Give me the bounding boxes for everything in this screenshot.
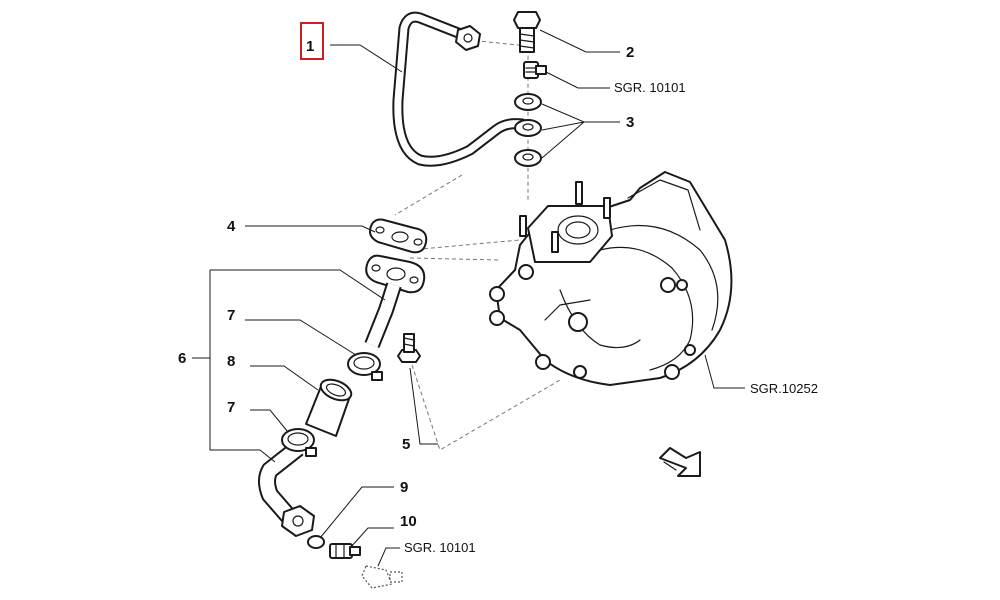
- callout-10[interactable]: 10: [400, 513, 417, 530]
- reference-sgr-10101-bottom[interactable]: SGR. 10101: [404, 540, 476, 555]
- part-10-adapter-fitting[interactable]: [329, 543, 361, 559]
- part-3-sealing-washers[interactable]: [514, 93, 542, 167]
- callout-8[interactable]: 8: [227, 353, 235, 370]
- orientation-arrow-icon: [659, 447, 701, 477]
- part-7-hose-clamp-upper[interactable]: [347, 352, 383, 381]
- callout-1[interactable]: 1: [306, 38, 314, 55]
- part-4-gasket[interactable]: [369, 218, 428, 254]
- callout-labels: 1 2 SGR. 10101 3 4 6 7 8 7 5 SGR.10252 9…: [178, 22, 818, 555]
- callout-1-highlight-box: [300, 22, 324, 60]
- part-6-oil-drain-pipe[interactable]: [258, 254, 426, 537]
- part-9-o-ring[interactable]: [307, 535, 325, 549]
- callout-5[interactable]: 5: [402, 436, 410, 453]
- reference-sgr-10101-top[interactable]: SGR. 10101: [614, 80, 686, 95]
- assembly-guide-lines: [394, 39, 561, 451]
- callout-2[interactable]: 2: [626, 44, 634, 61]
- callout-9[interactable]: 9: [400, 479, 408, 496]
- reference-sgr-10252[interactable]: SGR.10252: [750, 381, 818, 396]
- part-1-oil-feed-pipe[interactable]: [392, 11, 528, 167]
- callout-4[interactable]: 4: [227, 218, 236, 235]
- turbocharger-housing[interactable]: [489, 171, 733, 386]
- reference-fitting-bottom[interactable]: [361, 565, 403, 589]
- part-2-bolt[interactable]: [513, 11, 541, 53]
- part-union-fitting-top[interactable]: [523, 61, 547, 79]
- part-5-bolt[interactable]: [397, 333, 421, 363]
- callout-6[interactable]: 6: [178, 350, 186, 367]
- callout-3[interactable]: 3: [626, 114, 634, 131]
- part-8-rubber-hose[interactable]: [305, 376, 354, 437]
- part-7-hose-clamp-lower[interactable]: [281, 428, 317, 457]
- callout-7-upper[interactable]: 7: [227, 307, 235, 324]
- leader-lines: [192, 29, 745, 567]
- callout-7-lower[interactable]: 7: [227, 399, 235, 416]
